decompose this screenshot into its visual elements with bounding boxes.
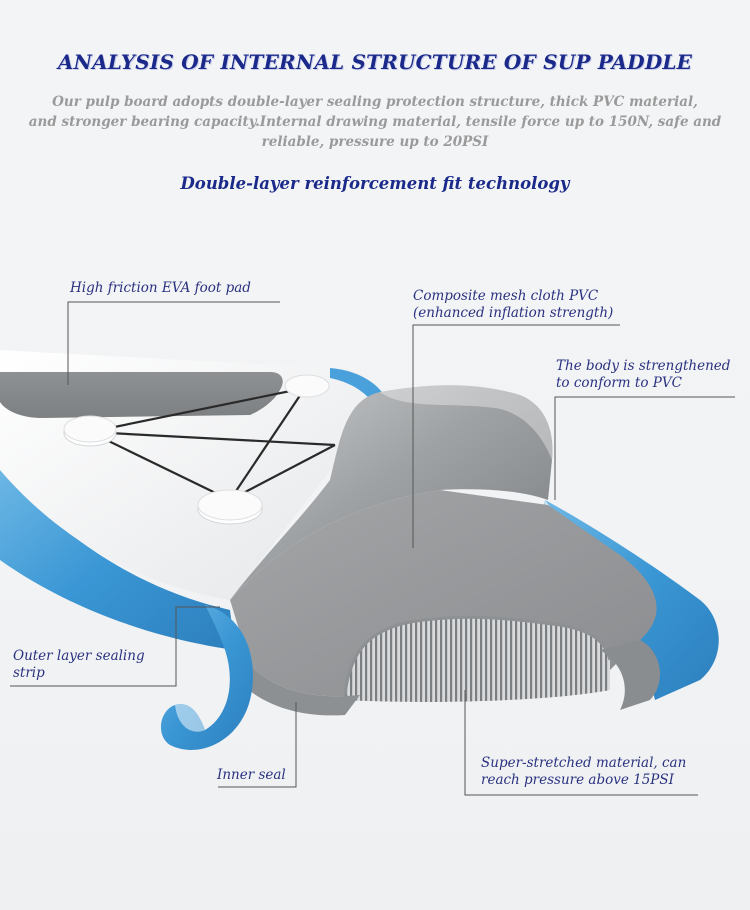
subtitle-line: reliable, pressure up to 20PSI bbox=[261, 134, 489, 150]
leader-inner-seal bbox=[218, 702, 297, 788]
callout-line: (enhanced inflation strength) bbox=[413, 305, 614, 321]
callout-body: The body is strengthened to conform to P… bbox=[556, 358, 730, 392]
board-rail-top bbox=[330, 368, 382, 402]
subtitle-line: and stronger bearing capacity.Internal d… bbox=[28, 114, 722, 130]
callout-eva-pad: High friction EVA foot pad bbox=[70, 280, 251, 297]
page-title: ANALYSIS OF INTERNAL STRUCTURE OF SUP PA… bbox=[57, 50, 693, 74]
drop-stitch-core bbox=[345, 617, 610, 702]
peeling-mesh-cloth-layer bbox=[230, 385, 553, 600]
leader-outer-strip bbox=[10, 606, 220, 687]
callout-line: to conform to PVC bbox=[556, 375, 682, 391]
eva-foot-pad bbox=[0, 372, 283, 418]
bungee-cords bbox=[89, 386, 336, 501]
tie-down-buttons bbox=[63, 374, 330, 525]
inner-seal-band bbox=[240, 665, 360, 716]
callout-line: reach pressure above 15PSI bbox=[481, 772, 674, 788]
callout-mesh-cloth: Composite mesh cloth PVC (enhanced infla… bbox=[413, 288, 613, 322]
callout-line: The body is strengthened bbox=[556, 358, 731, 374]
callout-line: Outer layer sealing bbox=[13, 648, 145, 664]
section-heading: Double-layer reinforcement fit technolog… bbox=[180, 174, 570, 193]
callout-line: strip bbox=[13, 665, 45, 681]
callout-line: Inner seal bbox=[217, 767, 286, 783]
callout-line: High friction EVA foot pad bbox=[70, 280, 251, 296]
right-end-cap bbox=[600, 640, 661, 710]
leader-drop-stitch bbox=[464, 690, 698, 796]
callout-line: Composite mesh cloth PVC bbox=[413, 288, 599, 304]
leader-mesh-cloth bbox=[412, 324, 620, 548]
leader-body bbox=[554, 396, 735, 500]
leader-eva-pad bbox=[67, 301, 280, 385]
subtitle-line: Our pulp board adopts double-layer seali… bbox=[52, 94, 698, 110]
page-subtitle: Our pulp board adopts double-layer seali… bbox=[20, 92, 730, 152]
board-rail-left bbox=[0, 460, 235, 650]
callout-outer-strip: Outer layer sealing strip bbox=[13, 648, 145, 682]
callout-line: Super-stretched material, can bbox=[481, 755, 687, 771]
callout-inner-seal: Inner seal bbox=[217, 767, 286, 784]
leader-lines bbox=[10, 301, 735, 796]
callout-drop-stitch: Super-stretched material, can reach pres… bbox=[481, 755, 686, 789]
